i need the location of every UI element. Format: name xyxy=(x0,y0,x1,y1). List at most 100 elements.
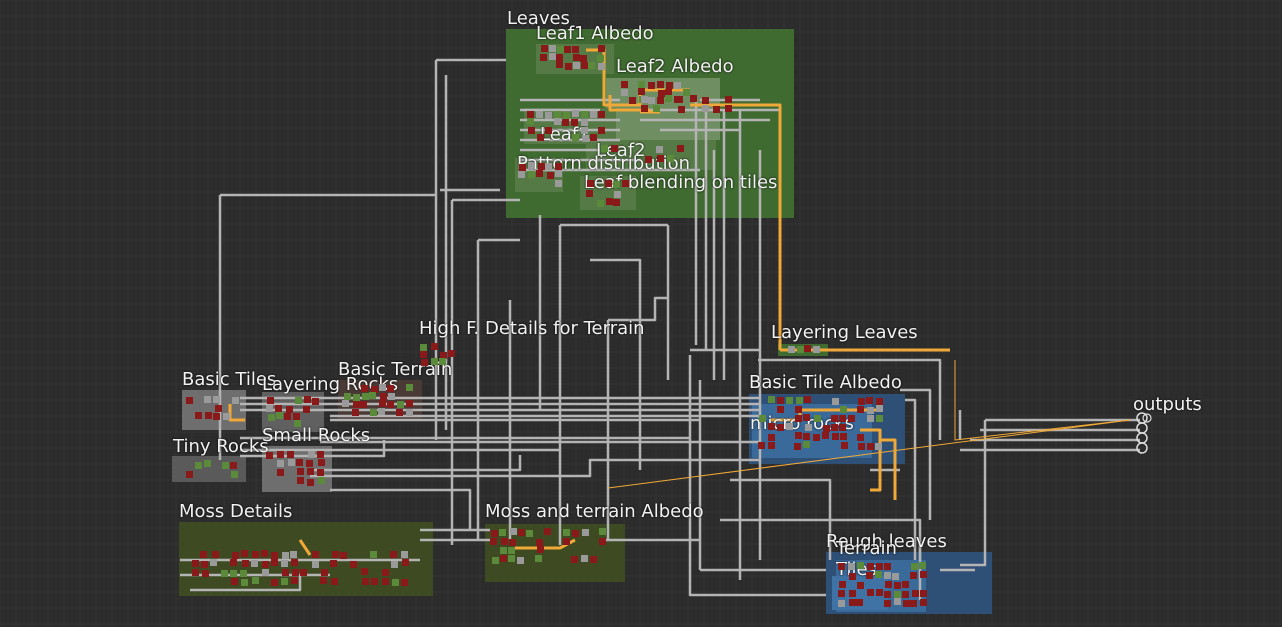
graph-node[interactable] xyxy=(814,415,821,422)
graph-node[interactable] xyxy=(538,163,545,170)
graph-node[interactable] xyxy=(581,555,588,562)
graph-node[interactable] xyxy=(759,415,766,422)
graph-node[interactable] xyxy=(286,406,293,413)
graph-node[interactable] xyxy=(440,352,447,359)
graph-node[interactable] xyxy=(796,397,803,404)
graph-node[interactable] xyxy=(562,119,569,126)
connection-wire[interactable] xyxy=(860,428,882,492)
connection-wire[interactable] xyxy=(608,95,650,112)
graph-node[interactable] xyxy=(252,577,259,584)
graph-node[interactable] xyxy=(582,135,589,142)
graph-node[interactable] xyxy=(388,393,395,400)
graph-node[interactable] xyxy=(215,405,222,412)
graph-node[interactable] xyxy=(613,199,620,206)
graph-node[interactable] xyxy=(832,398,839,405)
graph-node[interactable] xyxy=(262,569,269,576)
graph-node[interactable] xyxy=(920,590,927,597)
graph-node[interactable] xyxy=(768,434,775,441)
graph-node[interactable] xyxy=(379,384,386,391)
connection-wire[interactable] xyxy=(190,575,302,592)
output-socket-icon[interactable] xyxy=(1136,442,1148,454)
graph-node[interactable] xyxy=(288,459,295,466)
graph-node[interactable] xyxy=(822,432,829,439)
graph-node[interactable] xyxy=(186,471,193,478)
graph-node[interactable] xyxy=(545,163,552,170)
graph-node[interactable] xyxy=(205,412,212,419)
graph-node[interactable] xyxy=(768,396,775,403)
connection-wire[interactable] xyxy=(298,539,312,556)
graph-node[interactable] xyxy=(421,359,428,366)
graph-node[interactable] xyxy=(621,81,628,88)
graph-node[interactable] xyxy=(563,538,570,545)
graph-node[interactable] xyxy=(587,180,594,187)
graph-node[interactable] xyxy=(606,198,613,205)
connection-wire[interactable] xyxy=(690,103,782,350)
graph-node[interactable] xyxy=(296,459,303,466)
graph-node[interactable] xyxy=(857,562,864,569)
graph-node[interactable] xyxy=(312,561,319,568)
graph-node[interactable] xyxy=(406,400,413,407)
graph-node[interactable] xyxy=(565,63,572,70)
graph-node[interactable] xyxy=(312,398,319,405)
graph-node[interactable] xyxy=(318,459,325,466)
graph-node[interactable] xyxy=(510,528,517,535)
graph-node[interactable] xyxy=(518,529,525,536)
frame-title-leaf2-albedo[interactable]: Leaf2 Albedo xyxy=(616,56,734,77)
output-socket-icon[interactable] xyxy=(1136,422,1148,434)
graph-node[interactable] xyxy=(304,396,311,403)
graph-node[interactable] xyxy=(786,423,793,430)
graph-node[interactable] xyxy=(221,570,228,577)
graph-node[interactable] xyxy=(518,171,525,178)
graph-node[interactable] xyxy=(303,406,310,413)
graph-node[interactable] xyxy=(638,81,645,88)
graph-node[interactable] xyxy=(380,393,387,400)
graph-node[interactable] xyxy=(292,569,299,576)
graph-node[interactable] xyxy=(876,415,883,422)
graph-node[interactable] xyxy=(884,600,891,607)
output-socket-icon[interactable] xyxy=(1136,432,1148,444)
connection-wire[interactable] xyxy=(688,355,826,597)
graph-node[interactable] xyxy=(401,551,408,558)
graph-node[interactable] xyxy=(290,551,297,558)
graph-node[interactable] xyxy=(892,573,899,580)
connection-wire[interactable] xyxy=(608,296,668,322)
graph-node[interactable] xyxy=(195,412,202,419)
graph-node[interactable] xyxy=(919,562,926,569)
graph-node[interactable] xyxy=(573,54,580,61)
graph-node[interactable] xyxy=(572,110,579,117)
graph-node[interactable] xyxy=(528,127,535,134)
graph-node[interactable] xyxy=(581,111,588,118)
graph-node[interactable] xyxy=(317,469,324,476)
graph-node[interactable] xyxy=(677,145,684,152)
graph-node[interactable] xyxy=(867,589,874,596)
graph-node[interactable] xyxy=(665,95,672,102)
graph-node[interactable] xyxy=(519,164,526,171)
graph-node[interactable] xyxy=(598,45,605,52)
graph-node[interactable] xyxy=(277,451,284,458)
graph-node[interactable] xyxy=(307,468,314,475)
graph-node[interactable] xyxy=(331,578,338,585)
graph-node[interactable] xyxy=(344,393,351,400)
graph-node[interactable] xyxy=(911,563,918,570)
graph-node[interactable] xyxy=(293,413,300,420)
graph-node[interactable] xyxy=(581,62,588,69)
graph-node[interactable] xyxy=(590,556,597,563)
graph-node[interactable] xyxy=(261,550,268,557)
graph-node[interactable] xyxy=(876,405,883,412)
connection-wire[interactable] xyxy=(900,388,932,520)
graph-node[interactable] xyxy=(557,46,564,53)
frame-title-terrain[interactable]: Terrain xyxy=(836,538,897,559)
graph-node[interactable] xyxy=(572,530,579,537)
graph-node[interactable] xyxy=(230,570,237,577)
graph-node[interactable] xyxy=(213,413,220,420)
graph-node[interactable] xyxy=(555,180,562,187)
graph-node[interactable] xyxy=(396,409,403,416)
frame-title-high-f-details[interactable]: High F. Details for Terrain xyxy=(419,318,645,339)
graph-node[interactable] xyxy=(683,89,690,96)
graph-node[interactable] xyxy=(282,552,289,559)
graph-node[interactable] xyxy=(582,529,589,536)
graph-node[interactable] xyxy=(266,452,273,459)
graph-node[interactable] xyxy=(902,581,909,588)
graph-node[interactable] xyxy=(212,551,219,558)
frame-micro-rocks[interactable] xyxy=(752,404,872,458)
